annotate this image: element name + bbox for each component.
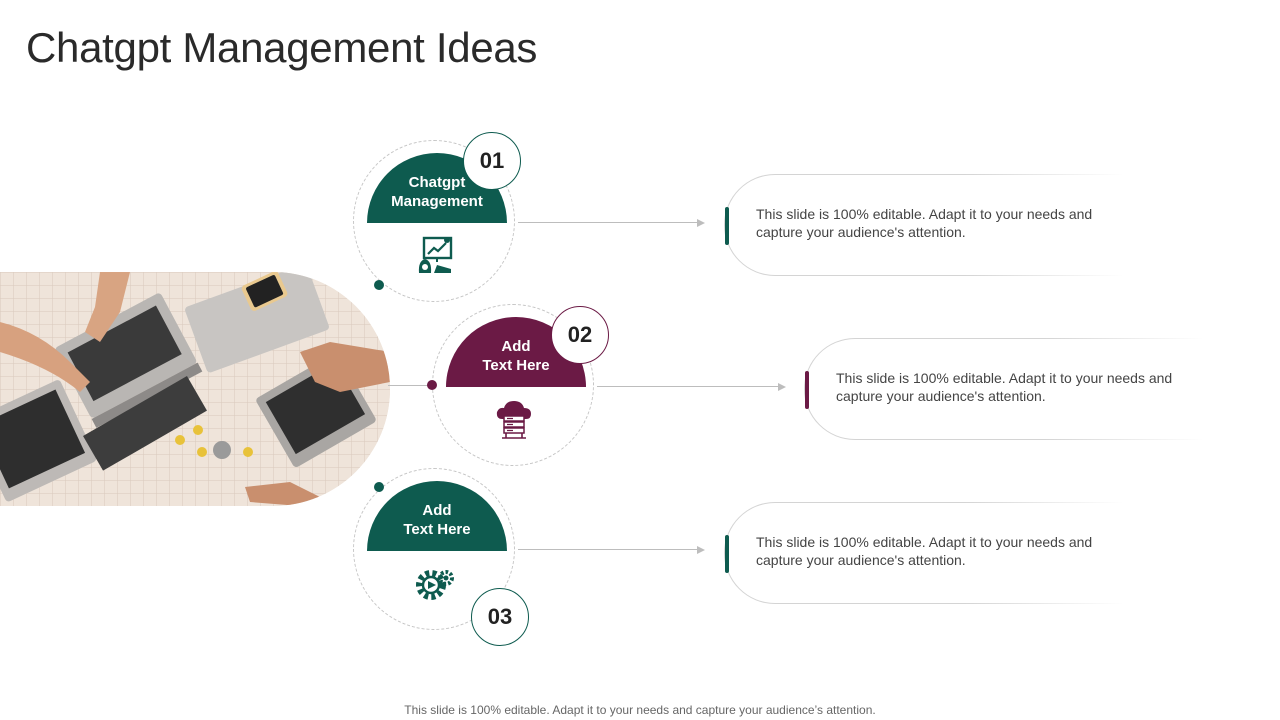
arrow-head-2 [778, 383, 786, 391]
card-2-accent-bar [805, 371, 809, 409]
description-card-3: This slide is 100% editable. Adapt it to… [724, 502, 1124, 604]
step-2-connector-dot [427, 380, 437, 390]
card-2-text: This slide is 100% editable. Adapt it to… [836, 370, 1173, 404]
step-number-1: 01 [463, 132, 521, 190]
step-3-heading: Add Text Here [367, 481, 507, 551]
footer-note: This slide is 100% editable. Adapt it to… [404, 703, 876, 717]
card-3-text: This slide is 100% editable. Adapt it to… [756, 534, 1093, 568]
arrow-line-3 [518, 549, 698, 550]
arrow-line-2 [597, 386, 779, 387]
arrow-head-3 [697, 546, 705, 554]
step-1-heading-line2: Management [391, 193, 483, 210]
step-1-heading-line1: Chatgpt [408, 174, 466, 191]
photo-link-line [388, 385, 432, 386]
page-title: Chatgpt Management Ideas [26, 24, 538, 71]
card-3-accent-bar [725, 535, 729, 573]
arrow-head-1 [697, 219, 705, 227]
money-presentation-icon [415, 235, 455, 275]
team-laptops-photo [0, 272, 390, 506]
step-3-heading-line1: Add [422, 502, 452, 519]
step-3-connector-dot [374, 482, 384, 492]
cloud-server-icon [494, 399, 534, 439]
description-card-2: This slide is 100% editable. Adapt it to… [804, 338, 1204, 440]
step-number-2: 02 [551, 306, 609, 364]
gear-play-icon [415, 563, 455, 603]
description-card-1: This slide is 100% editable. Adapt it to… [724, 174, 1124, 276]
step-3-heading-line2: Text Here [403, 521, 471, 538]
arrow-line-1 [518, 222, 698, 223]
step-2-heading-line1: Add [501, 338, 531, 355]
step-1-connector-dot [374, 280, 384, 290]
card-1-text: This slide is 100% editable. Adapt it to… [756, 206, 1093, 240]
card-1-accent-bar [725, 207, 729, 245]
step-2-heading-line2: Text Here [482, 357, 550, 374]
step-number-3: 03 [471, 588, 529, 646]
